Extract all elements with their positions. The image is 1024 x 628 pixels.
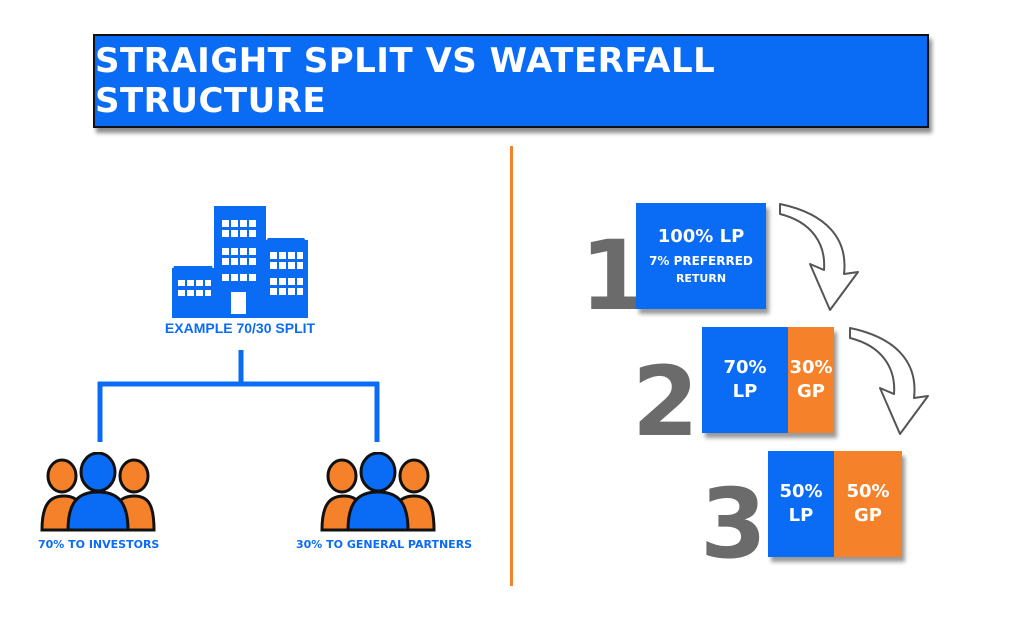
step-3-gp-cell: 50% GP xyxy=(834,451,902,557)
step-3-lp-label: LP xyxy=(788,505,814,526)
step-3-gp-label: GP xyxy=(854,505,882,526)
step-2-gp-cell: 30% GP xyxy=(788,327,834,433)
split-caption: EXAMPLE 70/30 SPLIT xyxy=(164,320,316,336)
building-icon xyxy=(172,206,308,318)
investors-label: 70% TO INVESTORS xyxy=(38,538,160,551)
curved-arrow-icon xyxy=(849,327,929,435)
step-2-lp-cell: 70% LP xyxy=(702,327,788,433)
step-1-detail-line1: 7% PREFERRED xyxy=(649,254,753,268)
split-connector xyxy=(97,350,380,442)
center-divider xyxy=(510,146,513,586)
general-partners-people-icon xyxy=(320,452,436,532)
step-1-number: 1 xyxy=(580,220,647,332)
step-2-lp-label: LP xyxy=(732,381,758,402)
general-partners-label: 30% TO GENERAL PARTNERS xyxy=(296,538,473,551)
step-2-number: 2 xyxy=(632,346,699,458)
step-3-lp-cell: 50% LP xyxy=(768,451,834,557)
curved-arrow-icon xyxy=(779,203,859,311)
step-1-lp-cell: 100% LP 7% PREFERRED RETURN xyxy=(636,203,766,309)
step-3-lp-pct: 50% xyxy=(779,481,823,502)
page-title: STRAIGHT SPLIT VS WATERFALL STRUCTURE xyxy=(95,41,716,121)
step-2-box: 70% LP 30% GP xyxy=(702,327,834,433)
step-3-box: 50% LP 50% GP xyxy=(768,451,902,557)
investors-people-icon xyxy=(40,452,156,532)
step-1-box: 100% LP 7% PREFERRED RETURN xyxy=(636,203,766,309)
step-1-lp-label: 100% LP xyxy=(657,226,745,247)
step-3-number: 3 xyxy=(700,468,767,580)
step-2-gp-label: GP xyxy=(797,381,825,402)
step-3-gp-pct: 50% xyxy=(846,481,890,502)
step-2-lp-pct: 70% xyxy=(723,357,767,378)
step-2-gp-pct: 30% xyxy=(789,357,833,378)
step-1-detail-line2: RETURN xyxy=(675,272,727,285)
title-banner: STRAIGHT SPLIT VS WATERFALL STRUCTURE xyxy=(93,34,929,128)
